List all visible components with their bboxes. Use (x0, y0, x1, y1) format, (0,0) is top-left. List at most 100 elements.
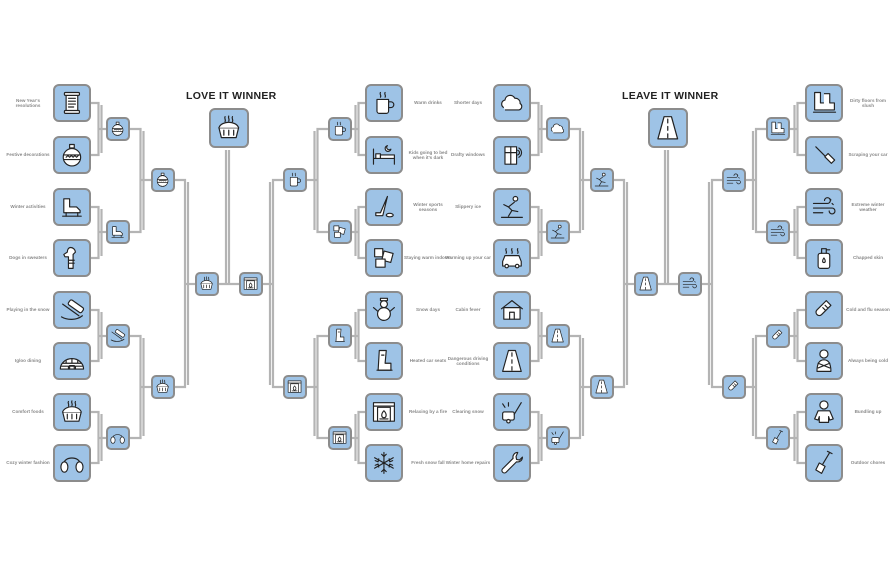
pie-icon (156, 379, 170, 394)
round2-box-shovel-icon (766, 426, 790, 450)
scroll-icon (63, 91, 81, 115)
snowblower-icon (551, 431, 565, 446)
snowblower-icon (502, 402, 522, 424)
entry-label: Fresh snow fall (411, 460, 445, 465)
entry-box-earmuffs-icon (53, 444, 91, 482)
ornament-icon (112, 122, 124, 137)
entry-label: Slippery ice (455, 204, 481, 209)
round2-box-sled-icon (106, 324, 130, 348)
entry-label: Winter home repairs (445, 460, 491, 465)
entry-label: Cozy winter fashion (6, 460, 50, 465)
igloo-icon (59, 358, 85, 370)
entry-label: Warm drinks (414, 100, 442, 105)
slip-icon (551, 225, 565, 239)
slip-icon (595, 173, 609, 187)
entry-box-wrench-icon (493, 444, 531, 482)
round2-box-mug-icon (328, 117, 352, 141)
bracket-line (614, 178, 626, 389)
entry-label: Scraping your car (848, 152, 888, 157)
entry-box-slip-icon (493, 188, 531, 226)
round3-box-road-icon (590, 375, 614, 399)
scraper-icon (815, 146, 836, 164)
round2-box-snowblower-icon (546, 426, 570, 450)
love-it-winner-title: LOVE IT WINNER (186, 90, 277, 102)
entry-box-ornament-icon (53, 136, 91, 174)
bracket-line (531, 308, 540, 363)
entry-box-road-icon (493, 342, 531, 380)
fireplace-icon (333, 431, 347, 445)
entry-box-sled-icon (53, 291, 91, 329)
sled-icon (111, 329, 126, 343)
entry-label: New Year's resolutions (15, 97, 41, 109)
cold-person-icon (816, 349, 832, 373)
entry-box-thermometer-icon (805, 291, 843, 329)
entry-label: Staying warm indoors (404, 255, 452, 260)
earmuffs-icon (60, 457, 84, 473)
bracket-line (796, 101, 805, 157)
round2-box-fireplace-icon (328, 426, 352, 450)
entry-label: Winter sports seasons (413, 201, 443, 213)
boots-icon (771, 122, 786, 136)
cloud-icon (551, 124, 565, 134)
round2-box-car-seat-icon (328, 324, 352, 348)
entry-box-hockey-icon (365, 188, 403, 226)
road-icon (639, 277, 653, 291)
shovel-icon (772, 430, 784, 445)
entry-label: Bundling up (854, 409, 882, 414)
ornament-icon (157, 173, 169, 188)
ornament-icon (62, 143, 82, 167)
round2-box-boots-icon (766, 117, 790, 141)
entry-box-scraper-icon (805, 136, 843, 174)
entry-box-fireplace-icon (365, 393, 403, 431)
earmuffs-icon (110, 434, 126, 445)
entry-box-car-seat-icon (365, 342, 403, 380)
road-icon (502, 349, 522, 373)
entry-box-igloo-icon (53, 342, 91, 380)
round3-box-wind-icon (722, 168, 746, 192)
leave-it-winner-title: LEAVE IT WINNER (622, 90, 719, 102)
road-icon (595, 380, 609, 394)
bracket-line (91, 205, 100, 260)
round2-box-road-icon (546, 324, 570, 348)
wrench-icon (501, 451, 524, 474)
wind-icon (771, 225, 786, 237)
fireplace-icon (244, 277, 258, 291)
entry-box-dog-icon (53, 239, 91, 277)
bracket-line (531, 410, 540, 465)
bracket-line (91, 410, 100, 465)
bed-icon (372, 145, 396, 165)
snowflake-icon (374, 451, 394, 475)
entry-label: Drafty windows (451, 152, 485, 157)
entry-box-pie-icon (53, 393, 91, 431)
road-icon (657, 116, 679, 140)
entry-label: Extreme winter weather (851, 201, 885, 213)
road-icon (551, 329, 565, 343)
bracket-line (91, 308, 100, 363)
round2-box-slip-icon (546, 220, 570, 244)
round3-box-fireplace-icon (283, 375, 307, 399)
sled-icon (60, 299, 85, 321)
entry-label: Dirty floors from slush (850, 97, 886, 109)
round2-box-puzzle-icon (328, 220, 352, 244)
entry-box-snowflake-icon (365, 444, 403, 482)
entry-label: Chapped skin (852, 255, 884, 260)
bracket-line (796, 205, 805, 260)
entry-box-window-icon (493, 136, 531, 174)
round2-box-skates-icon (106, 220, 130, 244)
entry-box-scroll-icon (53, 84, 91, 122)
entry-box-car-icon (493, 239, 531, 277)
bracket-line (316, 334, 328, 440)
round2-box-ornament-icon (106, 117, 130, 141)
entry-box-lotion-icon (805, 239, 843, 277)
round2-box-cloud-icon (546, 117, 570, 141)
entry-box-snowblower-icon (493, 393, 531, 431)
round3-box-pie-icon (151, 375, 175, 399)
bracket-line (531, 205, 540, 260)
bracket-line (271, 178, 283, 389)
entry-label: Dangerous driving conditions (447, 355, 489, 367)
entry-label: Warming up your car (445, 255, 491, 260)
entry-label: Clearing snow (452, 409, 484, 414)
entry-box-skates-icon (53, 188, 91, 226)
skates-icon (111, 226, 125, 239)
thermometer-icon (815, 300, 832, 317)
